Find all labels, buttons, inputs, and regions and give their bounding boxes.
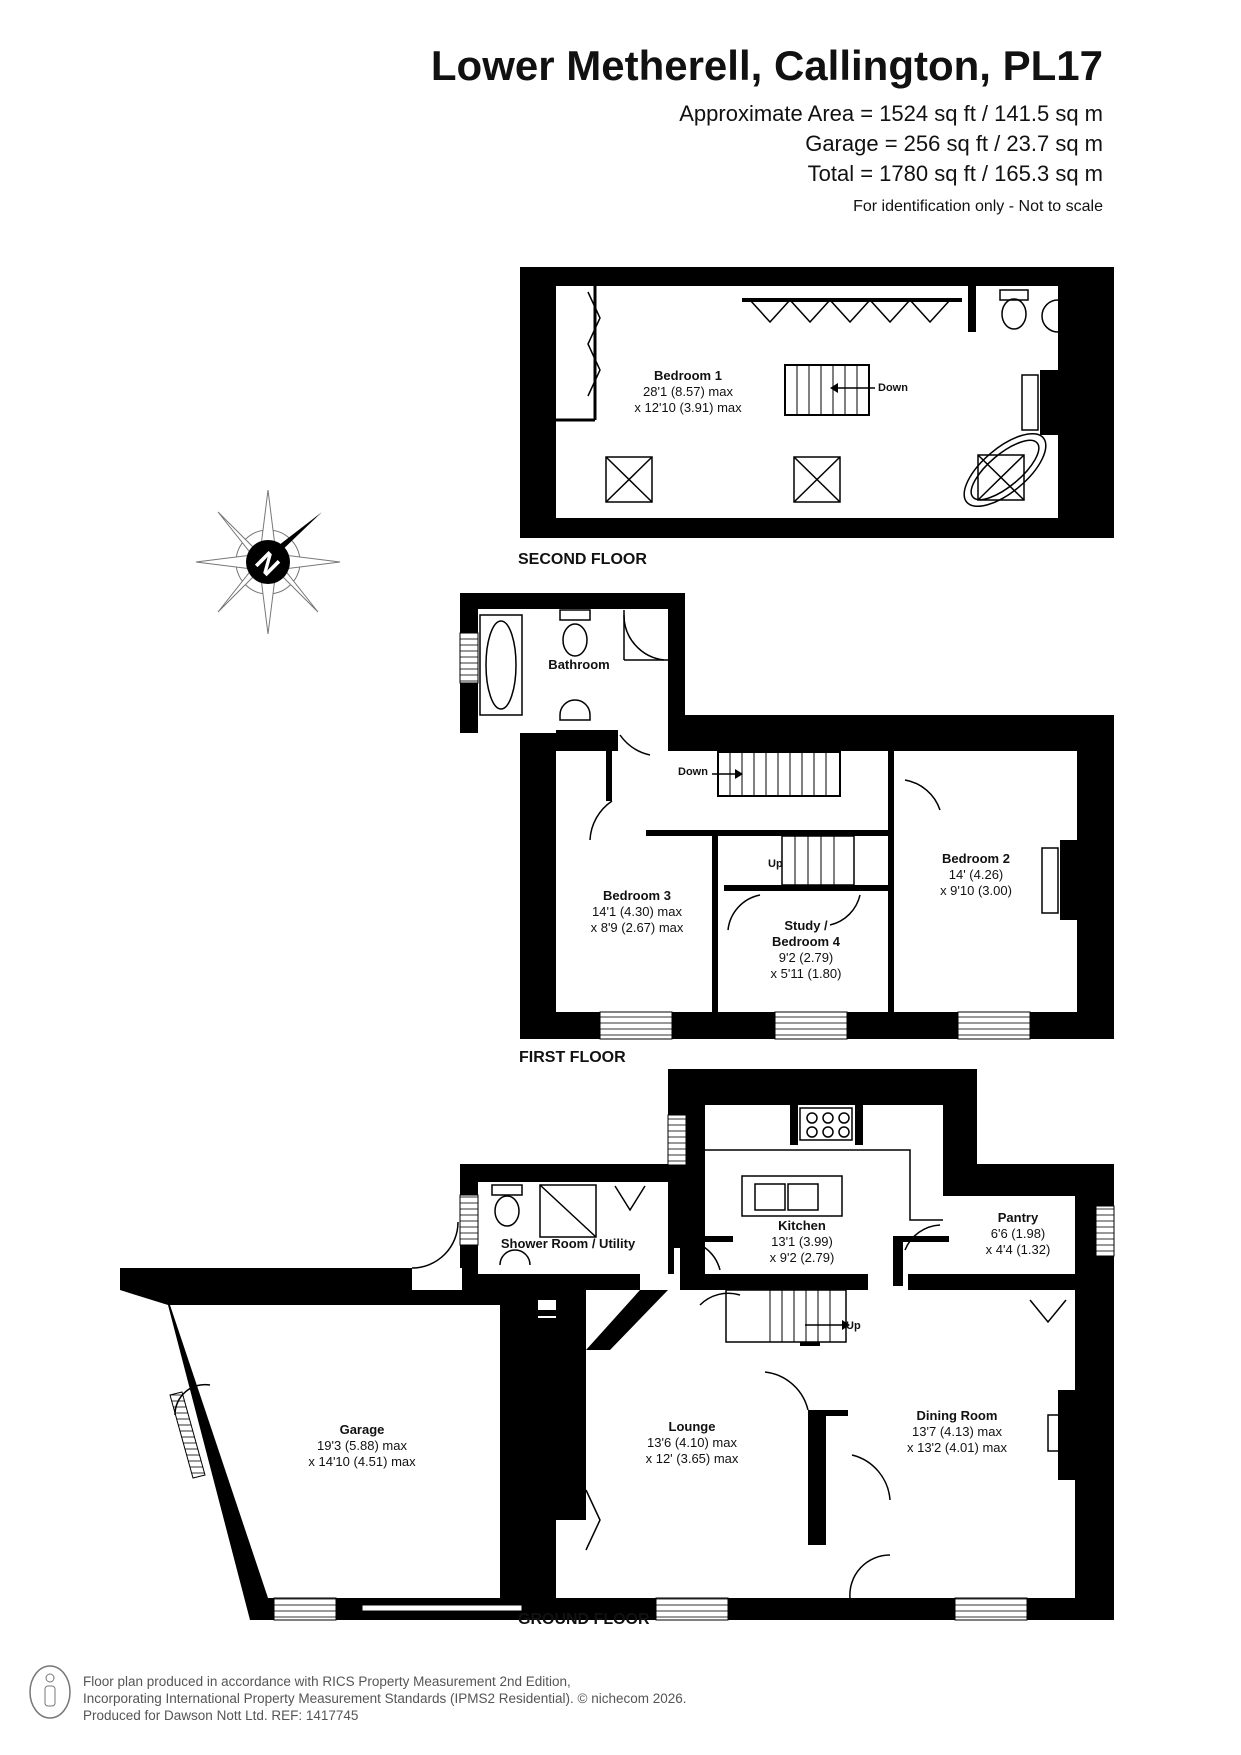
room-dim: x 12' (3.65) max (645, 1451, 739, 1466)
stairs-down-label: Down (878, 382, 908, 394)
room-dim: 13'6 (4.10) max (647, 1435, 737, 1450)
scale-note: For identification only - Not to scale (853, 198, 1103, 215)
first-floor-plan (459, 593, 1114, 1040)
total-area: Total = 1780 sq ft / 165.3 sq m (807, 161, 1103, 186)
room-dim: x 13'2 (4.01) max (906, 1440, 1008, 1455)
room-name: Bedroom 1 (654, 368, 722, 383)
room-dim: 14' (4.26) (948, 867, 1004, 882)
room-dim: 6'6 (1.98) (990, 1226, 1046, 1241)
room-dim: 19'3 (5.88) max (317, 1438, 407, 1453)
room-dim: x 14'10 (4.51) max (308, 1454, 416, 1469)
footer-text: Floor plan produced in accordance with R… (83, 1673, 687, 1724)
room-name: Pantry (997, 1210, 1039, 1225)
room-name: Dining Room (916, 1408, 998, 1423)
room-dim: 9'2 (2.79) (778, 950, 834, 965)
room-name: Shower Room / Utility (500, 1236, 636, 1251)
room-dim: x 8'9 (2.67) max (590, 920, 684, 935)
room-dim: x 9'10 (3.00) (940, 883, 1012, 898)
room-name: Bedroom 2 (942, 851, 1010, 866)
footer-line: Produced for Dawson Nott Ltd. REF: 14177… (83, 1708, 359, 1723)
compass-rose (195, 489, 341, 635)
room-dim: 13'1 (3.99) (771, 1234, 833, 1249)
page-title: Lower Metherell, Callington, PL17 (430, 42, 1103, 89)
room-name: Garage (339, 1422, 385, 1437)
room-name: Bathroom (548, 657, 610, 672)
stairs-up-label: Up (768, 858, 783, 870)
room-name-2: Bedroom 4 (772, 934, 840, 949)
floor-label-ground: GROUND FLOOR (518, 1611, 650, 1628)
footer-line: Floor plan produced in accordance with R… (83, 1674, 571, 1689)
room-kitchen: Kitchen 13'1 (3.99) x 9'2 (2.79) (770, 1218, 835, 1266)
room-dim: x 5'11 (1.80) (770, 966, 842, 981)
room-dim: 28'1 (8.57) max (643, 384, 733, 399)
floor-label-first: FIRST FLOOR (519, 1049, 626, 1066)
room-bedroom-3: Bedroom 3 14'1 (4.30) max x 8'9 (2.67) m… (591, 888, 684, 936)
floor-label-second: SECOND FLOOR (518, 551, 647, 568)
room-dim: x 12'10 (3.91) max (634, 400, 742, 415)
room-dim: x 4'4 (1.32) (985, 1242, 1051, 1257)
room-name: Bedroom 3 (603, 888, 671, 903)
room-dining: Dining Room 13'7 (4.13) max x 13'2 (4.01… (907, 1408, 1007, 1456)
footer-line: Incorporating International Property Mea… (83, 1691, 687, 1706)
room-dim: 14'1 (4.30) max (592, 904, 682, 919)
room-study-bedroom-4: Study / Bedroom 4 9'2 (2.79) x 5'11 (1.8… (771, 918, 842, 982)
second-floor-plan (520, 267, 1114, 538)
person-info-icon (29, 1665, 71, 1719)
room-name: Lounge (668, 1419, 716, 1434)
room-bedroom-1: Bedroom 1 28'1 (8.57) max x 12'10 (3.91)… (634, 368, 741, 416)
approx-area: Approximate Area = 1524 sq ft / 141.5 sq… (679, 101, 1103, 126)
room-bathroom: Bathroom (548, 657, 609, 673)
room-garage: Garage 19'3 (5.88) max x 14'10 (4.51) ma… (308, 1422, 415, 1470)
room-dim: 13'7 (4.13) max (912, 1424, 1002, 1439)
ground-floor-plan (120, 1069, 1115, 1621)
room-bedroom-2: Bedroom 2 14' (4.26) x 9'10 (3.00) (940, 851, 1012, 899)
garage-area: Garage = 256 sq ft / 23.7 sq m (805, 131, 1103, 156)
room-name: Study / (784, 918, 828, 933)
room-shower-utility: Shower Room / Utility (501, 1236, 635, 1252)
room-dim: x 9'2 (2.79) (769, 1250, 835, 1265)
room-name: Kitchen (778, 1218, 826, 1233)
room-pantry: Pantry 6'6 (1.98) x 4'4 (1.32) (986, 1210, 1051, 1258)
stairs-down-label: Down (678, 766, 708, 778)
stairs-up-label: Up (846, 1320, 861, 1332)
room-lounge: Lounge 13'6 (4.10) max x 12' (3.65) max (646, 1419, 739, 1467)
